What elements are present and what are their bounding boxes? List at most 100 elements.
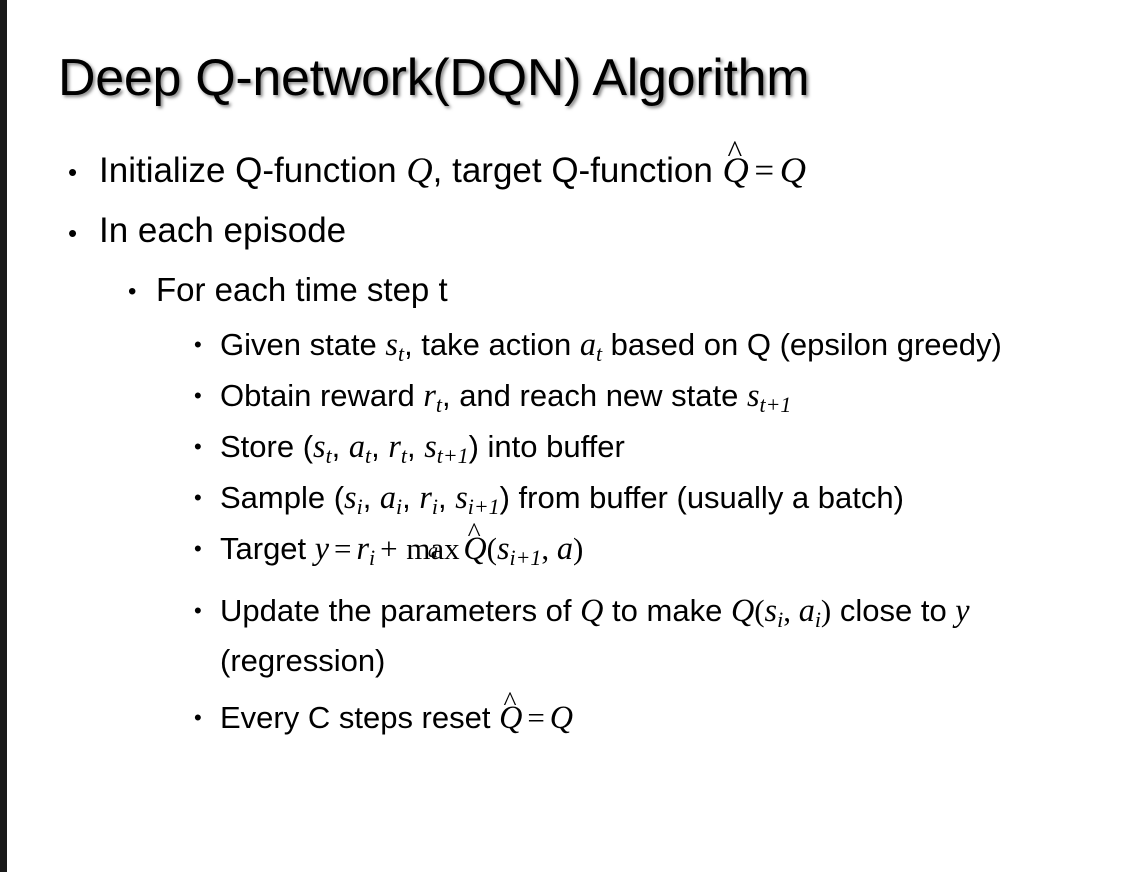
text-fragment: , take action	[404, 327, 580, 362]
bullet-dot-icon: •	[194, 485, 202, 510]
math-paren-close: )	[820, 593, 832, 628]
text-fragment: ,	[371, 429, 389, 464]
math-var-s-next: si+1	[496, 530, 541, 569]
math-var-q: Q	[730, 592, 755, 628]
math-var-base: s	[344, 479, 357, 515]
bullet-sample-tuple: • Sample (si, ai, ri, si+1) from buffer …	[0, 472, 1124, 523]
bullet-update-parameters-text: Update the parameters of Q to make Q(si,…	[220, 585, 1104, 686]
math-var-base: s	[496, 530, 510, 566]
bullet-target-equation: • Target y=ri+maxaQ(si+1, a)	[0, 523, 1124, 585]
bullet-list: • Initialize Q-function Q, target Q-func…	[0, 140, 1124, 743]
bullet-initialize-text: Initialize Q-function Q, target Q-functi…	[99, 140, 1124, 201]
bullet-dot-icon: •	[194, 536, 202, 561]
bullet-dot-icon: •	[194, 705, 202, 730]
math-var-s: si	[344, 479, 363, 518]
bullet-target-equation-text: Target y=ri+maxaQ(si+1, a)	[220, 523, 1104, 574]
math-subscript: t	[397, 341, 405, 367]
bullet-for-each-time-step: • For each time step t	[0, 261, 1124, 319]
math-subscript: t	[325, 443, 332, 469]
text-fragment: ,	[438, 480, 456, 515]
math-var-a: at	[579, 326, 602, 365]
math-subscript: i	[431, 494, 439, 520]
math-max-label: max	[406, 531, 460, 566]
math-operator-plus: +	[380, 531, 398, 566]
math-var-base: a	[579, 326, 596, 362]
text-fragment: Every C steps reset	[220, 700, 500, 735]
math-subscript: i	[356, 494, 363, 520]
text-fragment: Store (	[220, 429, 314, 464]
math-var-q: Q	[549, 699, 574, 735]
math-var-base: r	[419, 479, 432, 515]
math-var-base: a	[798, 592, 815, 628]
math-var-y: y	[314, 530, 330, 566]
math-var-a: ai	[379, 479, 402, 518]
math-var-q-hat: Q	[463, 523, 486, 573]
math-subscript: t	[435, 392, 442, 418]
math-operator-equals: =	[754, 151, 775, 190]
text-fragment: close to	[831, 593, 956, 628]
math-var-base: r	[356, 530, 370, 566]
math-subscript: i	[396, 494, 403, 520]
bullet-update-parameters: • Update the parameters of Q to make Q(s…	[0, 585, 1124, 686]
bullet-dot-icon: •	[194, 383, 202, 408]
math-subscript: t	[400, 443, 407, 469]
math-paren-open: (	[754, 593, 765, 628]
text-fragment: , target Q-function	[432, 151, 723, 190]
math-var-y: y	[955, 592, 970, 628]
math-var-q: Q	[779, 150, 807, 190]
text-fragment: based on Q (epsilon greedy)	[602, 327, 1002, 362]
math-max-underscript: a	[427, 539, 439, 562]
math-var-base: s	[455, 479, 468, 515]
page-title: Deep Q-network(DQN) Algorithm	[58, 49, 810, 107]
text-fragment: ,	[407, 429, 425, 464]
math-var-r: rt	[388, 428, 407, 467]
bullet-store-tuple-text: Store (st, at, rt, st+1) into buffer	[220, 421, 1104, 472]
math-operator-equals: =	[527, 700, 545, 735]
math-var-s-next: st+1	[424, 428, 468, 467]
bullet-dot-icon: •	[194, 332, 202, 357]
math-comma: ,	[541, 531, 557, 566]
math-subscript: t	[365, 443, 372, 469]
bullet-obtain-reward-text: Obtain reward rt, and reach new state st…	[220, 370, 1104, 421]
text-fragment: ) from buffer (usually a batch)	[499, 480, 904, 515]
math-var-s: si	[765, 592, 784, 631]
bullet-every-c-steps-text: Every C steps reset Q=Q	[220, 692, 1104, 743]
math-subscript: i	[369, 545, 376, 571]
math-subscript: t	[595, 341, 603, 367]
text-fragment: ) into buffer	[468, 429, 625, 464]
bullet-initialize: • Initialize Q-function Q, target Q-func…	[0, 140, 1124, 201]
bullet-dot-icon: •	[194, 598, 202, 623]
math-var-r: rt	[423, 377, 442, 416]
bullet-given-state: • Given state st, take action at based o…	[0, 319, 1124, 370]
text-fragment: ,	[402, 480, 420, 515]
text-fragment: (regression)	[220, 643, 386, 678]
math-paren-open: (	[486, 531, 497, 566]
math-var-q-hat: Q	[723, 140, 749, 200]
math-var-s: st	[385, 326, 404, 365]
text-fragment: to make	[603, 593, 731, 628]
bullet-given-state-text: Given state st, take action at based on …	[220, 319, 1104, 370]
bullet-in-each-episode-text: In each episode	[99, 211, 347, 250]
math-var-base: s	[313, 428, 326, 464]
math-var-base: r	[423, 377, 436, 413]
math-var-s-next: st+1	[747, 377, 791, 416]
math-operator-equals: =	[334, 531, 352, 566]
math-var-q: Q	[580, 592, 604, 628]
math-var-q-hat: Q	[499, 692, 522, 742]
bullet-store-tuple: • Store (st, at, rt, st+1) into buffer	[0, 421, 1124, 472]
math-subscript: i	[814, 607, 821, 633]
math-var-r: ri	[356, 530, 375, 569]
math-var-q: Q	[406, 150, 433, 190]
bullet-in-each-episode: • In each episode	[0, 201, 1124, 261]
math-var-base: a	[379, 479, 397, 515]
text-fragment: Target	[220, 531, 315, 566]
math-paren-close: )	[572, 531, 584, 566]
math-var-a: a	[556, 530, 573, 566]
bullet-sample-tuple-text: Sample (si, ai, ri, si+1) from buffer (u…	[220, 472, 1104, 523]
bullet-dot-icon: •	[68, 157, 78, 187]
math-var-base: s	[424, 428, 437, 464]
text-fragment: Sample (	[220, 480, 345, 515]
text-fragment: ,	[362, 480, 380, 515]
